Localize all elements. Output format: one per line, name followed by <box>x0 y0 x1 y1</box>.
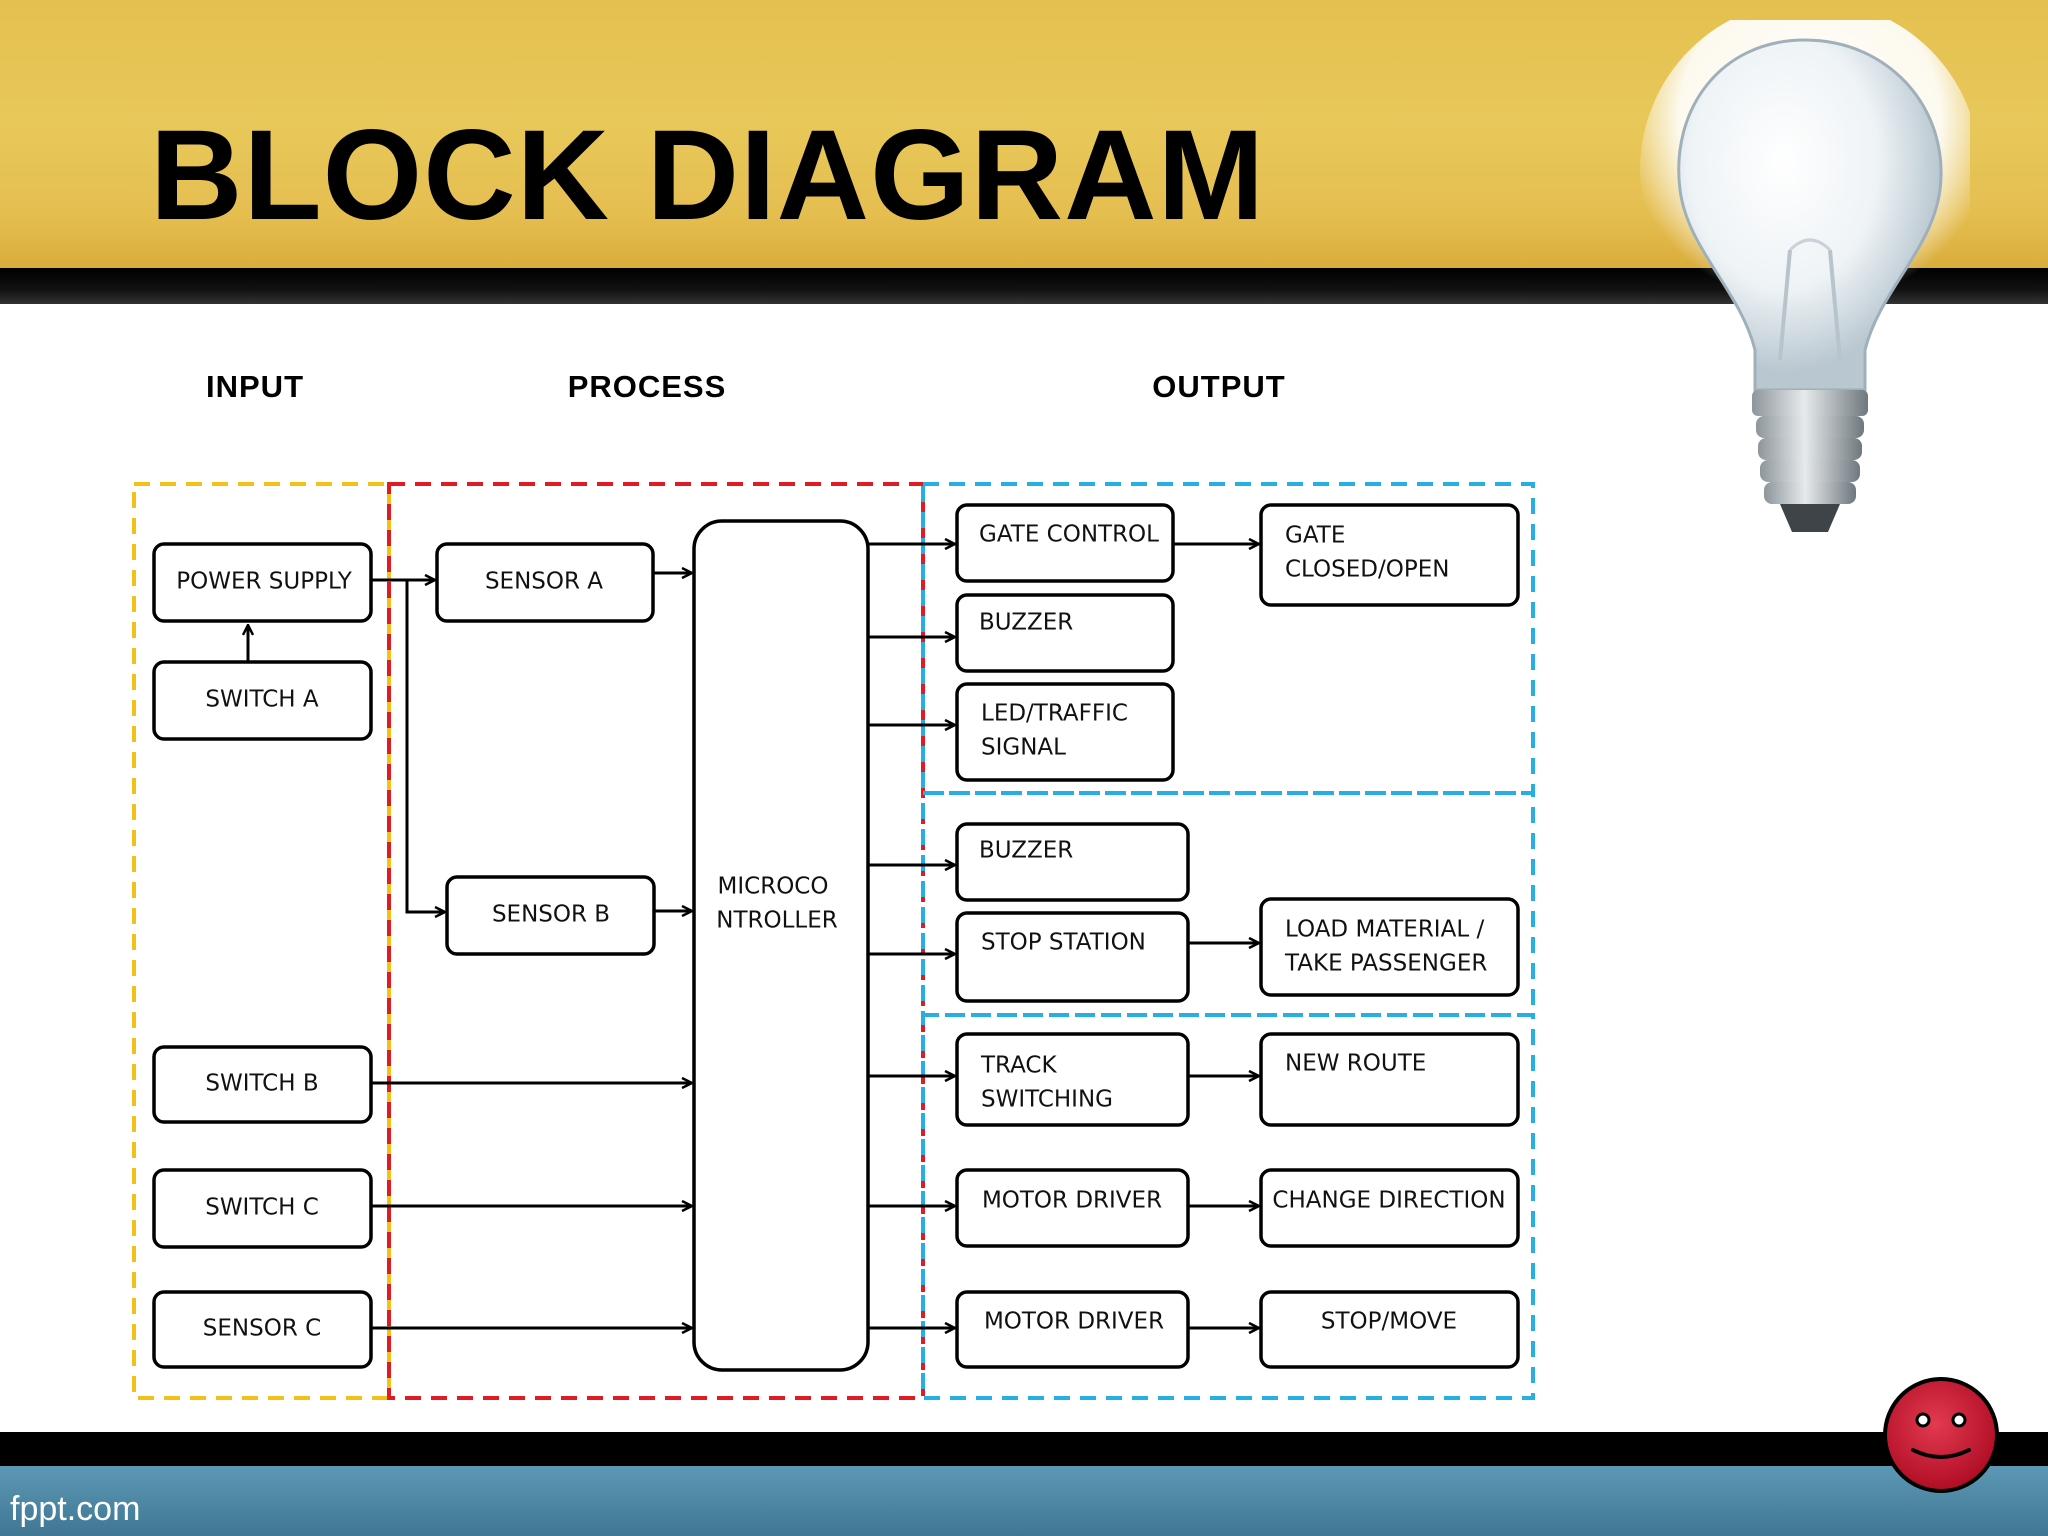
gate-control-block: GATE CONTROL <box>955 503 1175 583</box>
power-supply-block: POWER SUPPLY <box>152 542 373 623</box>
track-label-line1: TRACK <box>980 1053 1057 1079</box>
motor-driver-2-label: MOTOR DRIVER <box>984 1309 1164 1335</box>
switch-b-label: SWITCH B <box>205 1071 318 1097</box>
led-traffic-signal-block: LED/TRAFFIC SIGNAL <box>955 682 1175 782</box>
gate-out-label-line1: GATE <box>1285 523 1345 549</box>
microcontroller-label-line2: NTROLLER <box>716 908 837 934</box>
stop-move-label: STOP/MOVE <box>1321 1309 1457 1335</box>
motor-driver-block-1: MOTOR DRIVER <box>955 1168 1190 1248</box>
switch-c-block: SWITCH C <box>152 1168 373 1249</box>
input-group-boundary <box>132 482 391 1400</box>
stop-station-label: STOP STATION <box>981 930 1146 956</box>
new-route-label: NEW ROUTE <box>1285 1051 1426 1077</box>
buzzer-block-2: BUZZER <box>955 822 1190 902</box>
process-heading: PROCESS <box>568 369 727 404</box>
motor-driver-block-2: MOTOR DRIVER <box>955 1290 1190 1369</box>
stop-move-block: STOP/MOVE <box>1259 1290 1520 1369</box>
gate-control-label: GATE CONTROL <box>979 522 1159 548</box>
change-direction-label: CHANGE DIRECTION <box>1272 1188 1505 1214</box>
stop-station-block: STOP STATION <box>955 911 1190 1003</box>
buzzer-2-label: BUZZER <box>979 838 1073 864</box>
sensor-a-block: SENSOR A <box>435 542 655 623</box>
sensor-b-block: SENSOR B <box>445 875 656 956</box>
switch-a-label: SWITCH A <box>205 687 318 713</box>
footer-brand: fppt.com <box>10 1490 141 1528</box>
motor-driver-1-label: MOTOR DRIVER <box>982 1188 1162 1214</box>
gate-out-label-line2: CLOSED/OPEN <box>1285 557 1449 583</box>
load-label-line2: TAKE PASSENGER <box>1284 951 1487 977</box>
microcontroller-label-line1: MICROCO <box>718 874 829 900</box>
track-switching-block: TRACK SWITCHING <box>955 1032 1190 1127</box>
led-label-line2: SIGNAL <box>981 735 1066 761</box>
power-supply-label: POWER SUPPLY <box>176 569 352 595</box>
light-bulb-icon <box>1640 20 1970 532</box>
footer-divider <box>0 1432 2048 1466</box>
gate-closed-open-block: GATE CLOSED/OPEN <box>1259 503 1520 607</box>
switch-b-block: SWITCH B <box>152 1045 373 1124</box>
smiley-face-icon <box>1883 1377 1999 1493</box>
load-material-block: LOAD MATERIAL / TAKE PASSENGER <box>1259 897 1520 997</box>
connectors <box>248 544 1259 1328</box>
load-label-line1: LOAD MATERIAL / <box>1285 917 1484 943</box>
new-route-block: NEW ROUTE <box>1259 1032 1520 1127</box>
sensor-c-label: SENSOR C <box>203 1316 321 1342</box>
output-heading: OUTPUT <box>1152 369 1285 404</box>
led-label-line1: LED/TRAFFIC <box>981 701 1128 727</box>
footer-band <box>0 1466 2048 1536</box>
input-heading: INPUT <box>206 369 304 404</box>
sensor-b-label: SENSOR B <box>492 902 610 928</box>
change-direction-block: CHANGE DIRECTION <box>1259 1168 1520 1248</box>
sensor-c-block: SENSOR C <box>152 1290 373 1369</box>
output-group-top-boundary <box>921 482 1535 795</box>
slide-title: BLOCK DIAGRAM <box>150 104 1266 247</box>
switch-c-label: SWITCH C <box>205 1195 319 1221</box>
buzzer-block-1: BUZZER <box>955 593 1175 673</box>
sensor-a-label: SENSOR A <box>485 569 603 595</box>
microcontroller-block: MICROCO NTROLLER <box>692 519 870 1372</box>
power-to-sensor-b-arrow <box>405 580 445 912</box>
track-label-line2: SWITCHING <box>981 1087 1113 1113</box>
buzzer-1-label: BUZZER <box>979 610 1073 636</box>
switch-a-block: SWITCH A <box>152 660 373 741</box>
